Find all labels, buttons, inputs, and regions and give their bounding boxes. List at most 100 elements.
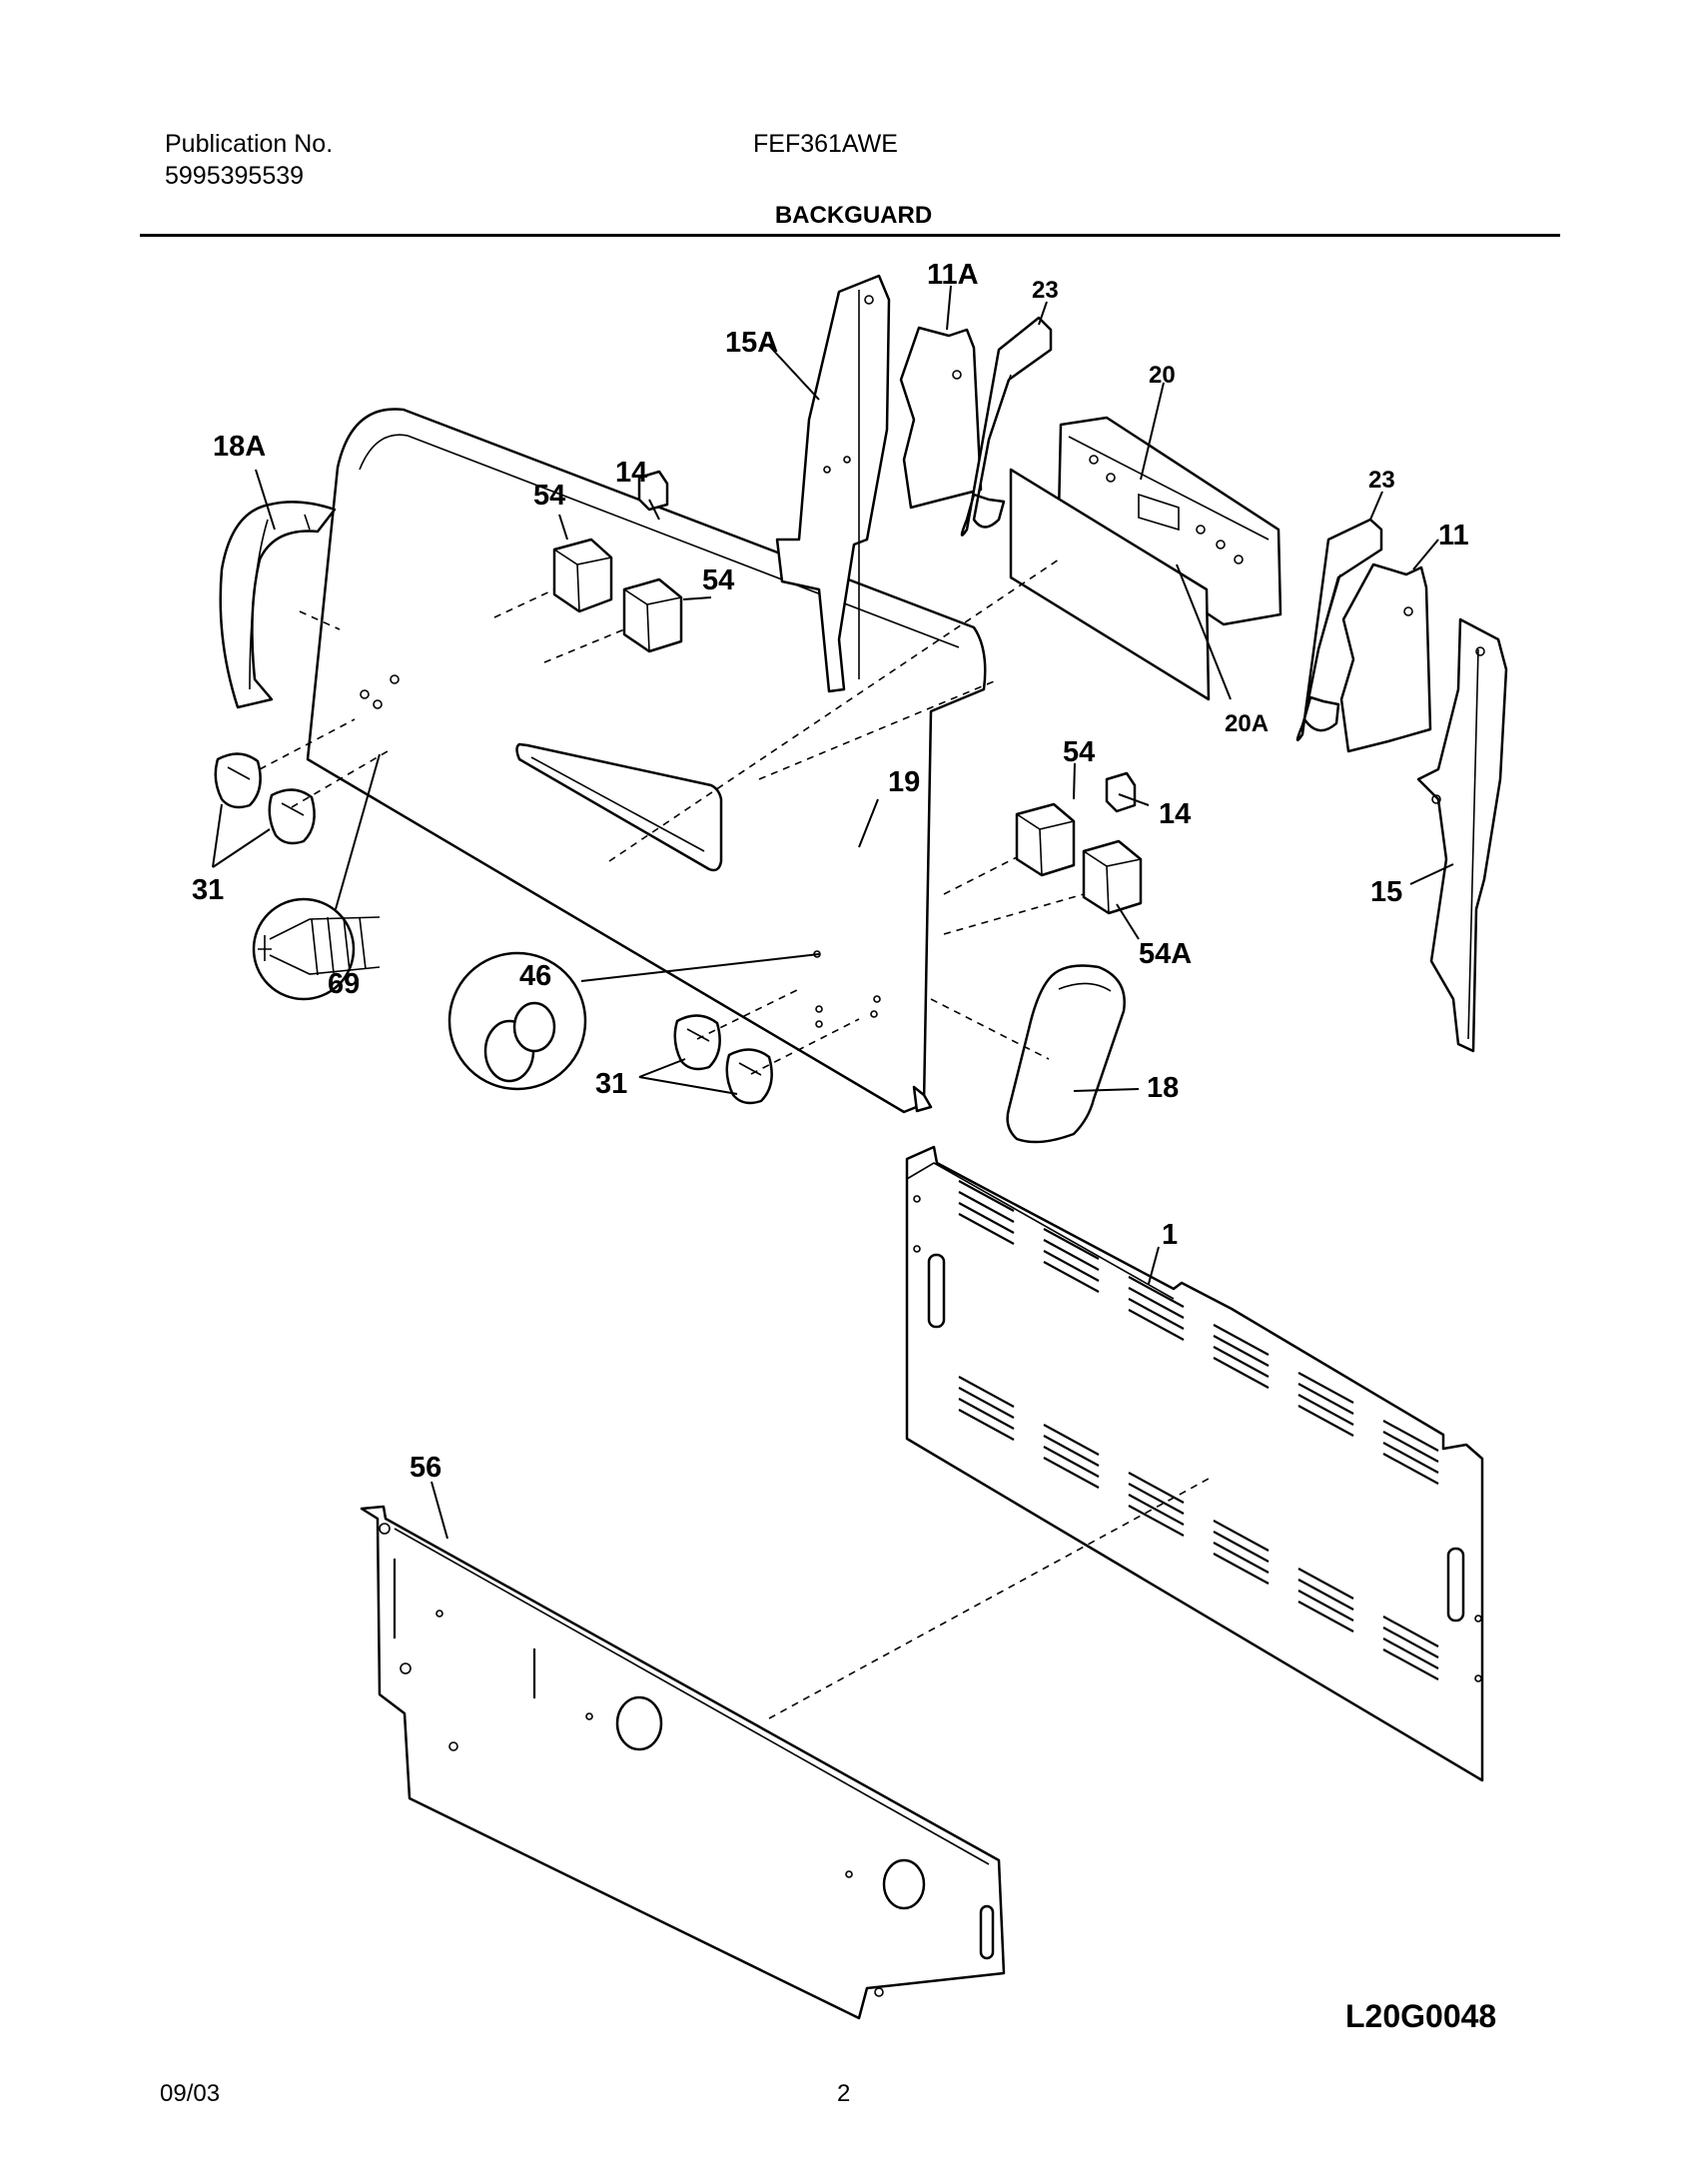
vent-slot [1213,1531,1270,1563]
part-15-right-support [1416,617,1508,1053]
vent-slot [958,1398,1015,1430]
vent-slot [1043,1457,1100,1489]
callout-19: 19 [888,766,920,798]
publication-number: 5995395539 [165,162,305,190]
callout-31-center: 31 [595,1068,627,1100]
vent-slot [1382,1638,1439,1669]
vent-slot [1043,1424,1100,1456]
part-11-bracket [1339,562,1432,753]
assembly-lines [259,558,1085,1075]
callout-31-left: 31 [192,874,224,906]
callout-1: 1 [1162,1219,1178,1251]
vent-slot [1043,1435,1100,1467]
header-rule [140,234,1560,237]
page-number: 2 [837,2080,851,2107]
part-69-screw-detail [252,897,381,1001]
vent-slot [1382,1453,1439,1485]
vent-slot [1382,1627,1439,1658]
vent-slot [1128,1298,1185,1330]
vent-slot [1297,1405,1354,1437]
vent-slot [958,1409,1015,1441]
callout-20a: 20A [1225,710,1269,737]
vent-slot [958,1191,1015,1223]
vent-slot [1213,1335,1270,1367]
part-23-trim-upper [960,316,1053,537]
vent-slots-lower [958,1376,1439,1680]
vent-slot [1297,1568,1354,1600]
callout-15a: 15A [725,327,778,359]
callout-11a: 11A [927,259,979,291]
part-15a-left-support [775,274,891,693]
callout-labels: 18A 54 14 54 15A 11A 23 20 23 11 20A 19 … [192,259,1469,1484]
part-31-knobs-left [214,752,316,845]
vent-slot [1128,1494,1185,1526]
vent-slot [1128,1287,1185,1319]
part-18a-left-end-cap [219,501,337,709]
callout-56: 56 [410,1452,441,1484]
callout-14-upper: 14 [615,457,647,489]
callout-15: 15 [1370,876,1402,908]
vent-slots-upper [958,1180,1439,1485]
callout-18a: 18A [213,431,266,463]
part-54-switches-upper [552,470,683,653]
vent-slot [1128,1276,1185,1308]
vent-slot [1128,1505,1185,1537]
diagram-code: L20G0048 [1345,1998,1497,2034]
vent-slot [1213,1520,1270,1552]
vent-slot [1043,1261,1100,1293]
part-54-switches-lower [1015,771,1143,915]
vent-slot [1043,1446,1100,1478]
part-11a-bracket [899,326,983,510]
part-23-trim-lower [1295,518,1383,742]
vent-slot [1297,1590,1354,1622]
vent-slot [1213,1357,1270,1389]
vent-slot [1382,1648,1439,1680]
vent-slot [1043,1239,1100,1271]
vent-slot [1128,1309,1185,1341]
vent-slot [1213,1542,1270,1574]
publication-label: Publication No. [165,130,334,158]
vent-slot [1297,1372,1354,1404]
callout-23-lower: 23 [1368,467,1395,494]
vent-slot [1297,1383,1354,1415]
vent-slot [1213,1324,1270,1356]
vent-slot [1297,1394,1354,1426]
vent-slot [958,1376,1015,1408]
callout-46: 46 [519,960,551,992]
model-number: FEF361AWE [753,130,898,158]
callout-54-lower: 54 [1063,736,1095,768]
part-56-rear-bracket [360,1505,1006,2020]
vent-slot [1382,1431,1439,1463]
vent-slot [1043,1228,1100,1260]
leader-lines [212,285,1454,1540]
callout-18: 18 [1147,1072,1179,1104]
vent-slot [1213,1553,1270,1585]
vent-slot [1128,1472,1185,1504]
vent-slot [1297,1601,1354,1633]
vent-slot [1128,1483,1185,1515]
vent-slot [1382,1442,1439,1474]
part-31-knobs-center [673,1014,773,1105]
callout-11: 11 [1438,520,1469,551]
callout-23-upper: 23 [1032,277,1059,304]
vent-slot [1382,1420,1439,1452]
part-19-control-panel [306,408,987,1114]
callout-20: 20 [1149,362,1176,389]
vent-slot [958,1202,1015,1234]
vent-slot [958,1213,1015,1245]
part-20a-overlay [1009,468,1211,701]
vent-slot [1043,1250,1100,1282]
vent-slot [958,1387,1015,1419]
callout-54a: 54A [1139,938,1192,970]
part-18-right-end-cap [1006,964,1126,1144]
callout-14-lower: 14 [1159,798,1191,830]
callout-54-upper-left: 54 [533,480,565,512]
callout-69: 69 [328,968,360,1000]
vent-slot [958,1180,1015,1212]
vent-slot [1213,1346,1270,1378]
vent-slot [1297,1579,1354,1611]
section-title: BACKGUARD [774,202,933,229]
part-46-button-detail [447,951,587,1091]
part-1-vented-rear-panel [905,1145,1484,1782]
